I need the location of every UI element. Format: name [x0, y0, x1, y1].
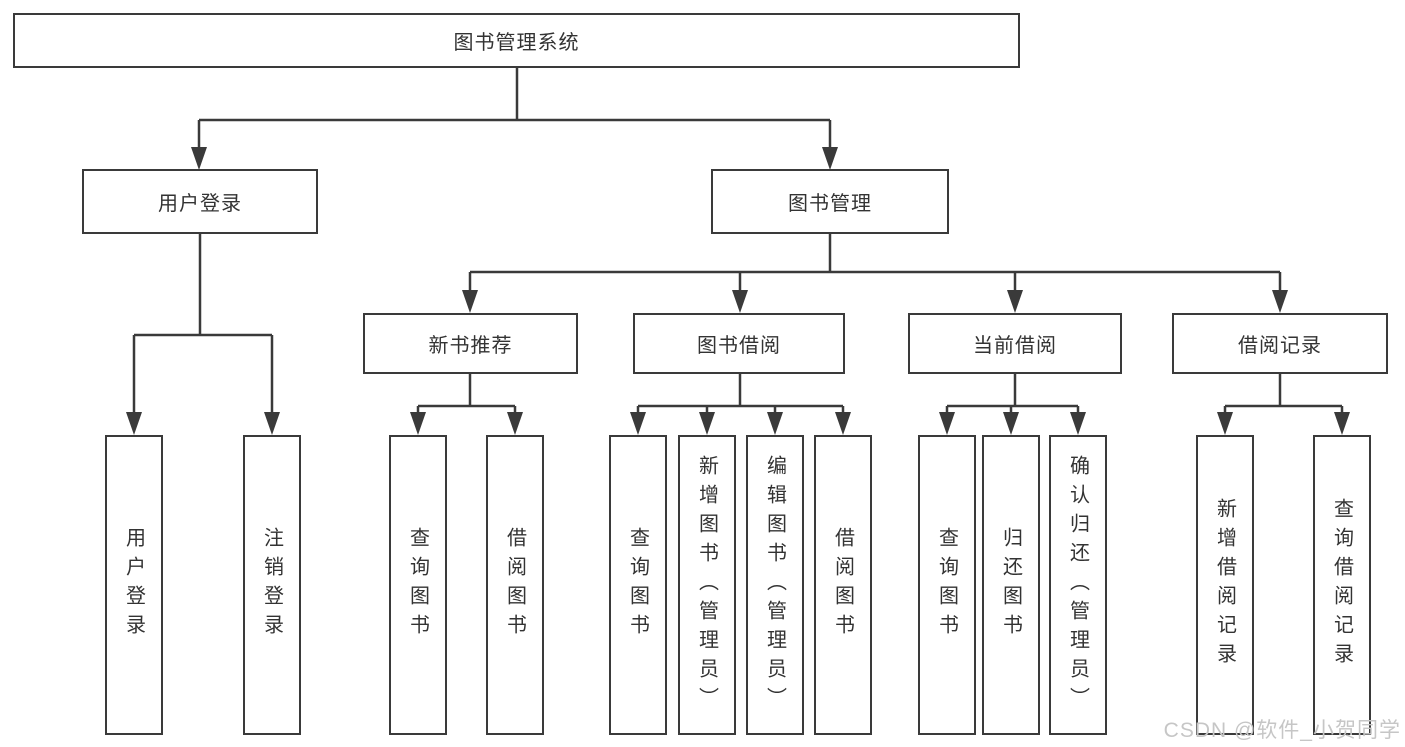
edges-new-book-subtree	[410, 374, 523, 435]
leaf-query-borrow-record-label: 查询借阅记录	[1330, 498, 1353, 672]
leaf-borrow-books-1: 借阅图书	[486, 435, 544, 735]
leaf-query-books-2-label: 查询图书	[626, 527, 649, 643]
node-book-borrowing: 图书借阅	[633, 313, 845, 374]
edges-book-mgmt-split	[462, 234, 1288, 313]
leaf-confirm-return-admin: 确认归还（管理员）	[1049, 435, 1107, 735]
edges-book-borrow-subtree	[630, 374, 851, 435]
leaf-borrow-books-2-label: 借阅图书	[831, 527, 854, 643]
node-current-borrowing-label: 当前借阅	[973, 335, 1057, 357]
leaf-add-borrow-record: 新增借阅记录	[1196, 435, 1254, 735]
leaf-edit-book-admin: 编辑图书（管理员）	[746, 435, 804, 735]
leaf-logout: 注销登录	[243, 435, 301, 735]
node-borrow-records: 借阅记录	[1172, 313, 1388, 374]
leaf-logout-label: 注销登录	[260, 527, 283, 643]
node-borrow-records-label: 借阅记录	[1238, 335, 1322, 357]
leaf-add-book-admin: 新增图书（管理员）	[678, 435, 736, 735]
node-user-login-label: 用户登录	[158, 193, 242, 215]
node-user-login: 用户登录	[82, 169, 318, 234]
leaf-edit-book-admin-label: 编辑图书（管理员）	[763, 454, 786, 716]
leaf-query-books-3: 查询图书	[918, 435, 976, 735]
leaf-query-books-1-label: 查询图书	[406, 527, 429, 643]
edges-current-borrow-subtree	[939, 374, 1086, 435]
leaf-user-login-label: 用户登录	[122, 527, 145, 643]
node-library-system: 图书管理系统	[13, 13, 1020, 68]
edges-borrow-records-subtree	[1217, 374, 1350, 435]
leaf-return-books-label: 归还图书	[999, 527, 1022, 643]
leaf-user-login: 用户登录	[105, 435, 163, 735]
leaf-add-book-admin-label: 新增图书（管理员）	[695, 454, 718, 716]
leaf-query-books-3-label: 查询图书	[935, 527, 958, 643]
leaf-confirm-return-admin-label: 确认归还（管理员）	[1066, 454, 1089, 716]
node-new-book-recommend-label: 新书推荐	[428, 335, 513, 357]
node-current-borrowing: 当前借阅	[908, 313, 1122, 374]
leaf-borrow-books-1-label: 借阅图书	[503, 527, 526, 643]
node-library-system-label: 图书管理系统	[453, 32, 580, 54]
leaf-borrow-books-2: 借阅图书	[814, 435, 872, 735]
leaf-return-books: 归还图书	[982, 435, 1040, 735]
leaf-add-borrow-record-label: 新增借阅记录	[1213, 498, 1236, 672]
leaf-query-books-1: 查询图书	[389, 435, 447, 735]
edges-user-login-subtree	[126, 234, 280, 435]
csdn-watermark: CSDN @软件_小贺同学	[1163, 719, 1401, 742]
leaf-query-books-2: 查询图书	[609, 435, 667, 735]
node-book-management-label: 图书管理	[788, 193, 872, 215]
node-book-borrowing-label: 图书借阅	[697, 335, 781, 357]
node-new-book-recommend: 新书推荐	[363, 313, 578, 374]
leaf-query-borrow-record: 查询借阅记录	[1313, 435, 1371, 735]
node-book-management: 图书管理	[711, 169, 949, 234]
edges-root-split	[191, 68, 838, 170]
